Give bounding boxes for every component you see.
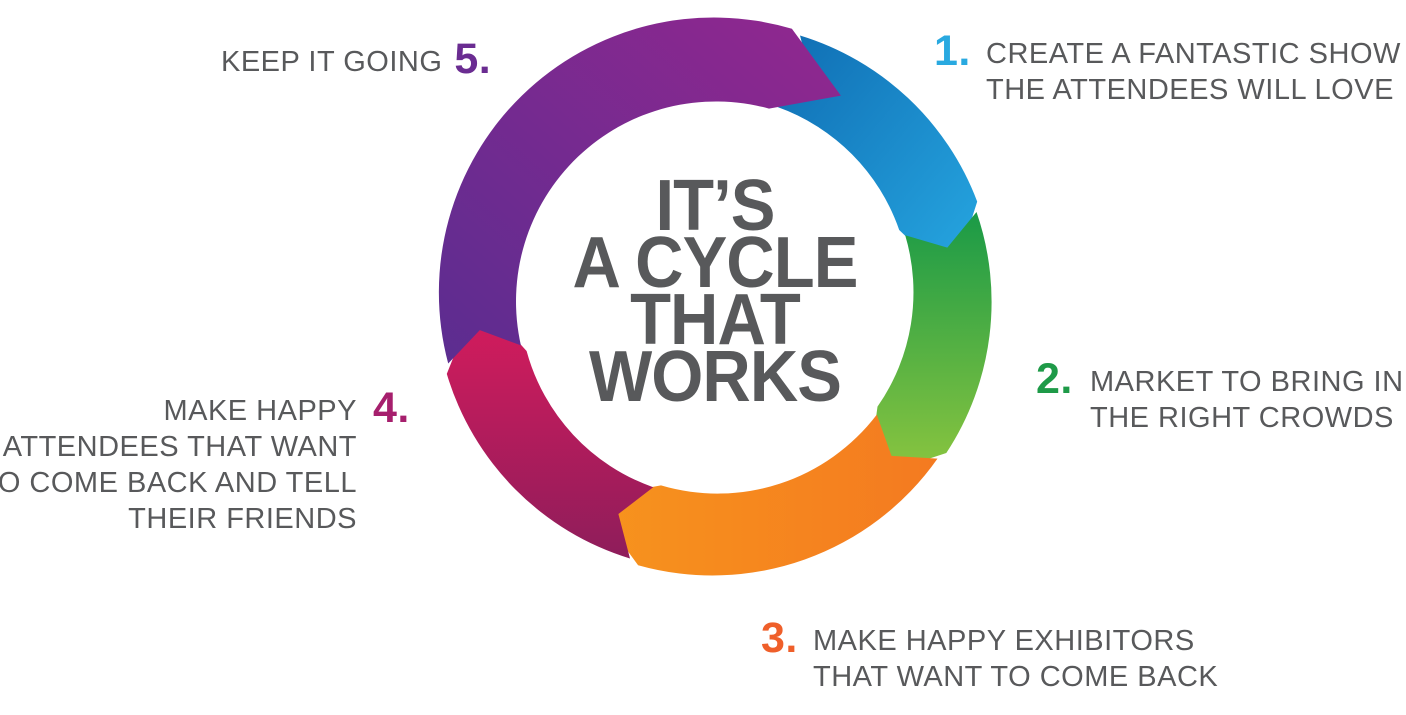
step-2: 2. MARKET TO BRING IN THE RIGHT CROWDS: [1036, 358, 1404, 436]
cycle-arrow-4: [446, 297, 654, 559]
step-text-line: CREATE A FANTASTIC SHOW: [986, 38, 1401, 70]
step-text-line: THE ATTENDEES WILL LOVE: [986, 74, 1394, 106]
step-number: 2.: [1036, 355, 1073, 403]
step-number: 1.: [934, 27, 971, 75]
step-4: 4. MAKE HAPPY ATTENDEES THAT WANT TO COM…: [0, 387, 409, 537]
step-text-line: THAT WANT TO COME BACK: [813, 661, 1219, 693]
center-title-line: A CYCLE: [572, 223, 859, 303]
step-text-line: MAKE HAPPY EXHIBITORS: [813, 625, 1195, 657]
center-title-line: THAT: [630, 280, 801, 360]
cycle-arrow-2: [867, 212, 992, 479]
center-title-line: IT’S: [655, 166, 775, 246]
step-number: 3.: [761, 614, 798, 662]
step-text-line: MAKE HAPPY: [163, 395, 357, 427]
step-text-line: MARKET TO BRING IN: [1090, 366, 1404, 398]
cycle-arrow-5: [438, 17, 841, 364]
step-text-line: KEEP IT GOING: [221, 46, 443, 78]
step-3: 3. MAKE HAPPY EXHIBITORS THAT WANT TO CO…: [761, 617, 1219, 695]
step-number: 5.: [454, 35, 492, 83]
cycle-arrow-3: [589, 414, 938, 576]
step-text-line: THEIR FRIENDS: [128, 503, 357, 535]
step-5: 5. KEEP IT GOING: [221, 38, 491, 81]
step-text-line: ATTENDEES THAT WANT: [2, 431, 357, 463]
center-title: IT’S A CYCLE THAT WORKS: [552, 166, 878, 417]
step-text-line: TO COME BACK AND TELL: [0, 467, 357, 499]
step-1: 1. CREATE A FANTASTIC SHOW THE ATTENDEES…: [934, 30, 1401, 108]
center-title-line: WORKS: [588, 337, 842, 417]
step-number: 4.: [373, 384, 410, 432]
step-text-line: THE RIGHT CROWDS: [1090, 402, 1394, 434]
